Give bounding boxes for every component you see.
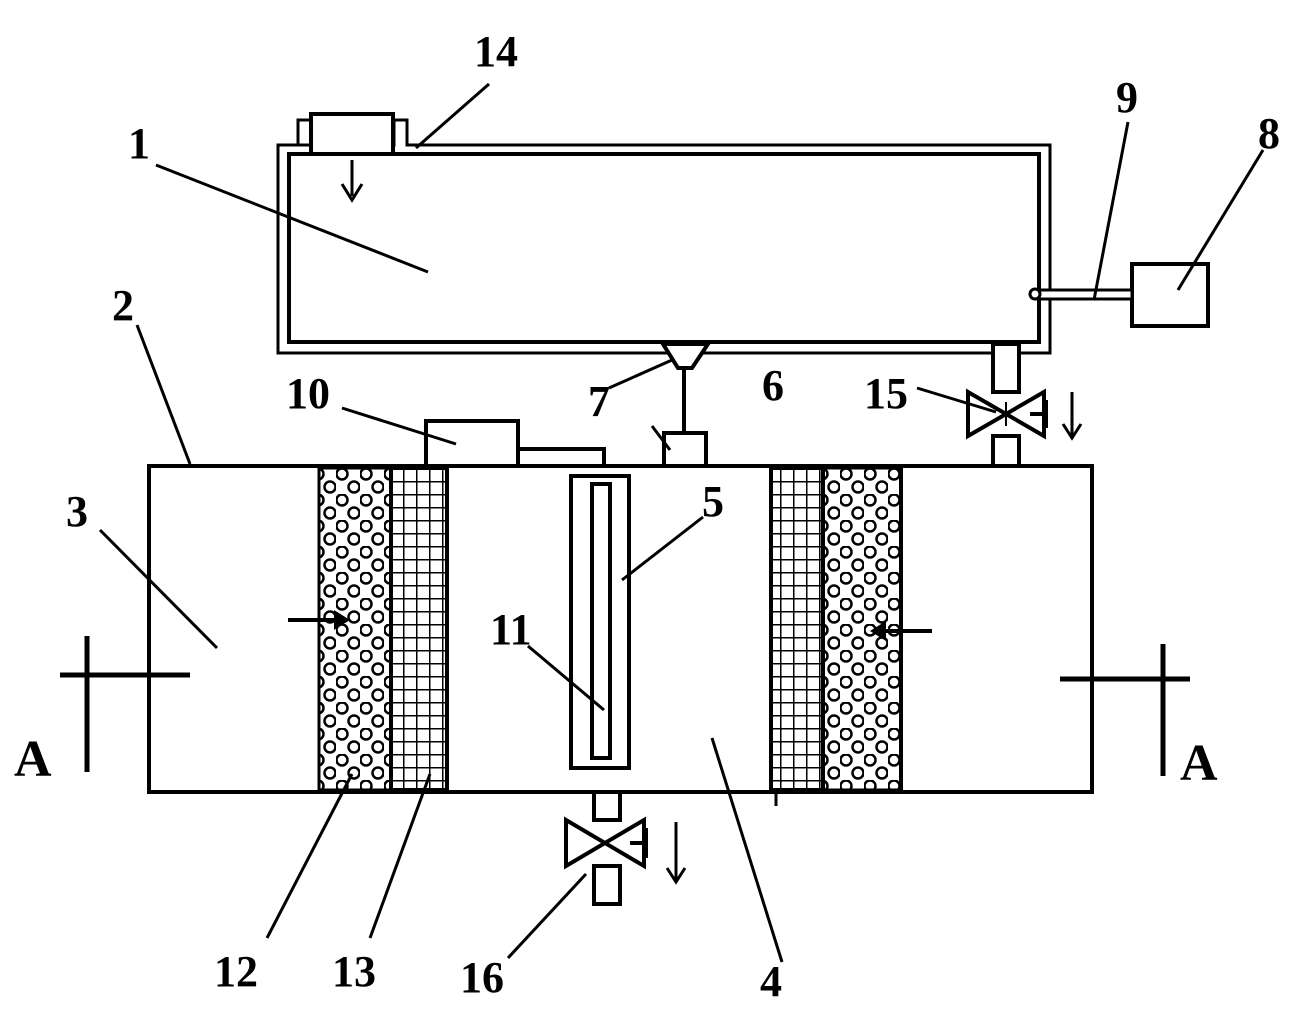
label-8: 8 [1258,109,1280,158]
heater-box [1130,262,1210,328]
controller-box [424,419,520,469]
lower-chamber [147,464,1094,806]
valve-16 [564,816,646,870]
label-1: 1 [128,119,150,168]
label-6: 6 [762,361,784,410]
number-labels: 1 2 3 4 5 6 7 8 9 10 11 12 13 14 15 16 A… [14,27,1280,1006]
left-dot-layer [317,466,393,792]
label-10: 10 [286,369,330,418]
tank-inner-wall [287,152,1041,344]
section-marker-left [60,636,190,772]
label-3: 3 [66,487,88,536]
nozzle [659,342,712,370]
upper-tank [276,112,1052,355]
right-grid-layer [769,466,825,792]
label-11: 11 [490,605,532,654]
label-15: 15 [864,369,908,418]
left-grid-layer [389,466,449,792]
label-13: 13 [332,947,376,996]
label-12: 12 [214,947,258,996]
controller-assembly [424,419,606,482]
label-7: 7 [588,377,610,426]
label-5: 5 [702,477,724,526]
label-14: 14 [474,27,518,76]
label-2: 2 [112,281,134,330]
nozzle-assembly [659,342,712,469]
heater-assembly [1028,262,1210,328]
sensor-box [662,431,708,469]
valve-16-assembly [564,790,687,906]
heater-rod [1033,288,1134,301]
inlet-box [309,112,395,156]
label-16: 16 [460,953,504,1002]
valve-15-assembly [966,342,1083,470]
tube-inner [590,482,612,760]
section-label-right: A [1180,735,1218,792]
label-4: 4 [760,957,782,1006]
section-label-left: A [14,731,52,788]
section-marker-right [1060,644,1190,776]
label-9: 9 [1116,73,1138,122]
leader-lines [98,82,1265,963]
